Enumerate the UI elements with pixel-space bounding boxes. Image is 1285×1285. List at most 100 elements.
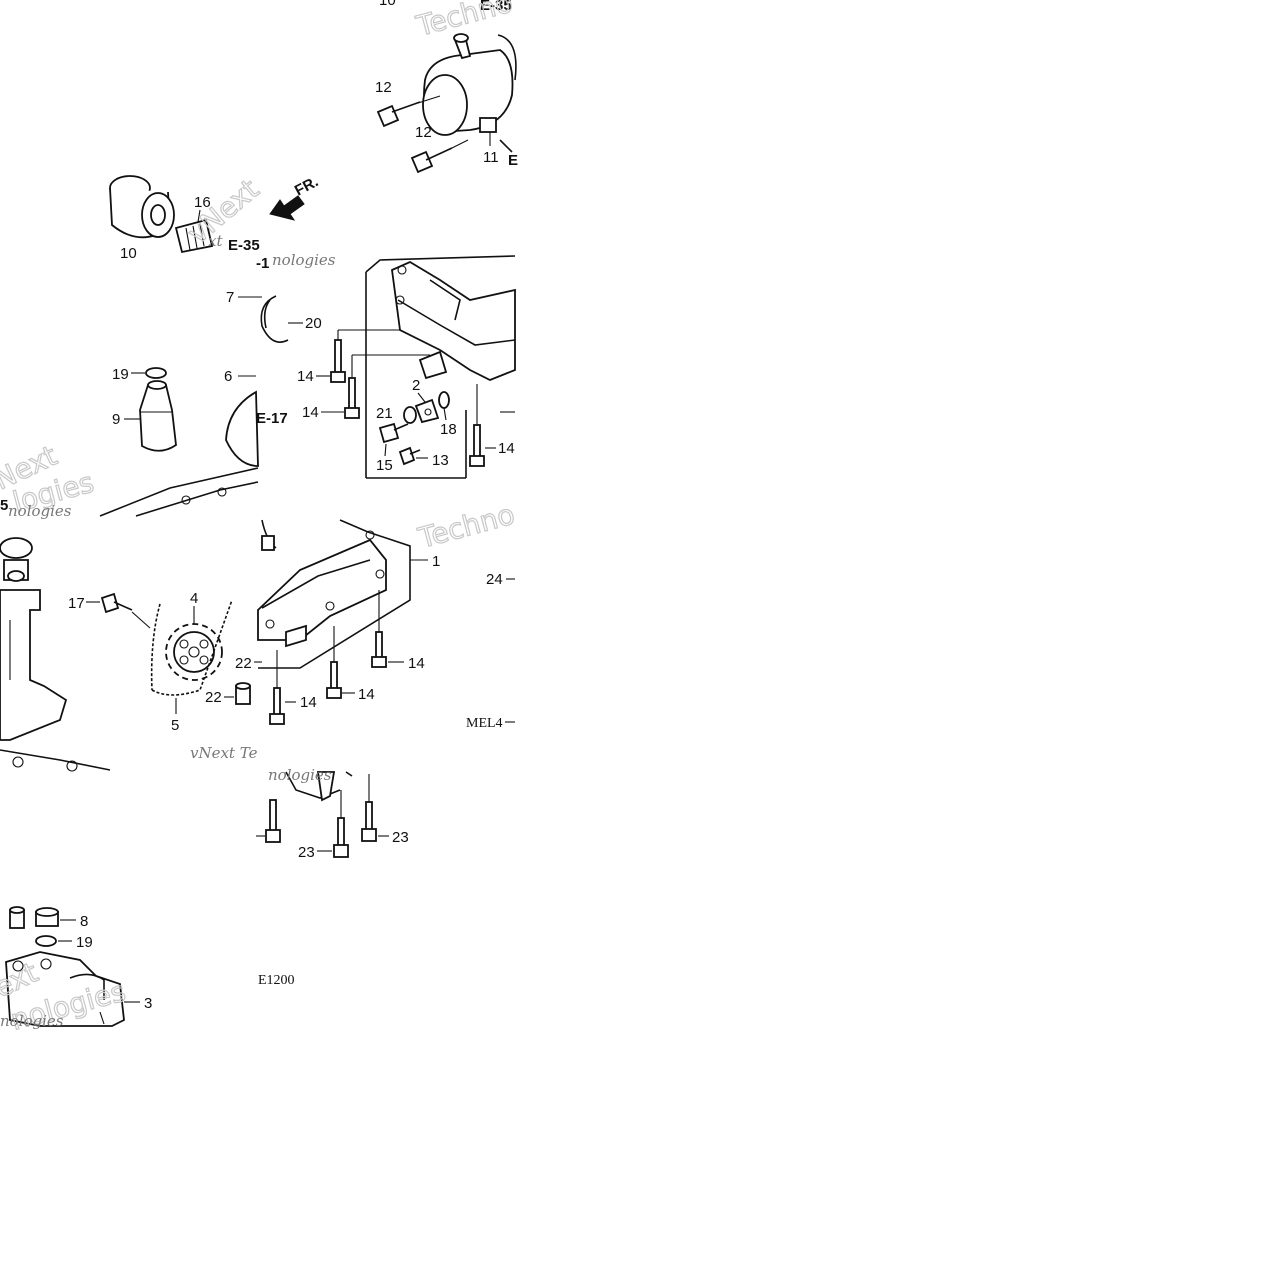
cooler-outlet <box>479 117 497 133</box>
baffle-rib <box>429 279 461 321</box>
part-label-4: 4 <box>190 590 198 607</box>
bolt-15-head <box>378 422 400 444</box>
valve-bracket <box>418 350 448 380</box>
part-label-20: 20 <box>305 315 322 332</box>
oil-pump-group: 8 19 3 E1200 <box>5 906 295 1027</box>
pump-hole-a <box>12 960 24 972</box>
pan-hole-e <box>325 601 335 611</box>
part-label-21: 21 <box>376 405 393 422</box>
strainer-group: 7 20 19 9 6 E-17 5 <box>0 289 322 517</box>
leader-16 <box>197 209 201 223</box>
bolt-14-d-shank <box>375 631 383 661</box>
part-label-16: 16 <box>194 194 211 211</box>
part-label-10: 10 <box>120 245 137 262</box>
drive-chain-5-left <box>150 603 161 691</box>
cooler-seal-ring <box>497 34 517 81</box>
front-arrow-icon <box>269 195 305 221</box>
oil-seal-6 <box>225 390 259 467</box>
snap-ring-inner <box>263 299 271 329</box>
part-label-18: 18 <box>440 421 457 438</box>
bolt-23-b-head <box>361 828 377 842</box>
ref-label-e35-mid: E-35 <box>228 237 260 254</box>
oil-pan-flange <box>261 559 371 609</box>
bolt-12-b-leader <box>451 139 469 149</box>
part-label-13: 13 <box>432 452 449 469</box>
lower-pan-rib <box>316 771 336 802</box>
bolt-14-e-shank <box>330 661 338 691</box>
oil-pump-3 <box>5 951 125 1027</box>
bolt-14-f-shank <box>273 687 281 717</box>
part-label-22-a: 22 <box>235 655 252 672</box>
pan-tab <box>285 624 307 648</box>
threaded-joint-16 <box>174 218 214 254</box>
bolt-14-a-head <box>330 371 346 383</box>
gasket-hole-b <box>217 487 227 497</box>
bolt-14-f-head <box>269 713 285 725</box>
relief-valve-top <box>147 380 167 390</box>
bolt-14-b-shank <box>348 377 356 411</box>
part-label-9: 9 <box>112 411 120 428</box>
watermark-4: xt <box>208 232 223 250</box>
bolt-23-a-shank <box>337 817 345 849</box>
part-label-2: 2 <box>412 377 420 394</box>
part-label-8: 8 <box>80 913 88 930</box>
part-label-3: 3 <box>144 995 152 1012</box>
gasket-edge-inner <box>135 481 259 517</box>
bolt-14-d-head <box>371 656 387 668</box>
bolt-23-c-head <box>265 829 281 843</box>
part-label-7: 7 <box>226 289 234 306</box>
bolt-14-a-shank <box>334 339 342 375</box>
pump-hole-b <box>40 958 52 970</box>
part-label-6: 6 <box>224 368 232 385</box>
part-label-1: 1 <box>432 553 440 570</box>
arrow-e <box>499 139 513 153</box>
bolt-12-a-shank <box>391 101 421 113</box>
watermark-7: Techno <box>414 498 518 555</box>
cooler-nipple-end <box>453 33 469 43</box>
sprocket-hole-a <box>179 639 189 649</box>
bolt-13-shank <box>409 449 421 455</box>
watermark-9: nologies <box>268 766 332 784</box>
oil-pressure-switch-2 <box>414 398 440 424</box>
pan-hole-f <box>265 619 275 629</box>
bolt-14-e-head <box>326 687 342 699</box>
thread-1 <box>185 227 191 251</box>
oil-cooler-group: 10 E-35 12 12 11 E <box>375 0 518 174</box>
lower-pan-mark <box>345 771 353 777</box>
dowel-pin-upper <box>261 535 275 551</box>
dowel-pin-lower-top <box>9 906 25 914</box>
bolt-14-c-head <box>469 455 485 467</box>
leader-2 <box>417 392 426 403</box>
watermark-6: nologies <box>8 502 72 520</box>
pump-housing-arc <box>69 973 105 1000</box>
part-label-14-a: 14 <box>297 368 314 385</box>
part-label-15: 15 <box>376 457 393 474</box>
part-label-14-d: 14 <box>408 655 425 672</box>
oil-pan-outline <box>258 519 411 669</box>
oil-pan-group: 1 24 22 14 14 14 MEL4 <box>235 519 515 731</box>
gasket-edge-top <box>99 467 259 517</box>
thread-3 <box>199 223 205 247</box>
bolt-14-c-shank <box>473 424 481 460</box>
collar-8-top <box>35 907 59 917</box>
o-ring-18 <box>438 391 450 409</box>
strainer-neck-ring <box>7 570 25 582</box>
oil-filter-center <box>150 204 166 226</box>
bolt-12-b-head <box>410 150 434 174</box>
pan-hole-b <box>66 760 78 772</box>
part-label-24: 24 <box>486 571 503 588</box>
bolt-13-head <box>398 446 416 466</box>
ref-label-e17: E-17 <box>256 410 288 427</box>
thread-2 <box>192 225 198 249</box>
part-label-23-a: 23 <box>298 844 315 861</box>
pan-hole-c <box>365 530 375 540</box>
snap-ring-7-20 <box>260 295 289 343</box>
o-ring-19-b <box>35 935 57 947</box>
watermark-8: vNext Te <box>190 744 258 762</box>
bolt-14-b-head <box>344 407 360 419</box>
sprocket-4-body <box>173 631 215 673</box>
oil-strainer <box>0 589 68 741</box>
dowel-pin-22-b-top <box>235 682 251 690</box>
relief-valve-9 <box>139 384 177 452</box>
baffle-hole-a <box>397 265 407 275</box>
